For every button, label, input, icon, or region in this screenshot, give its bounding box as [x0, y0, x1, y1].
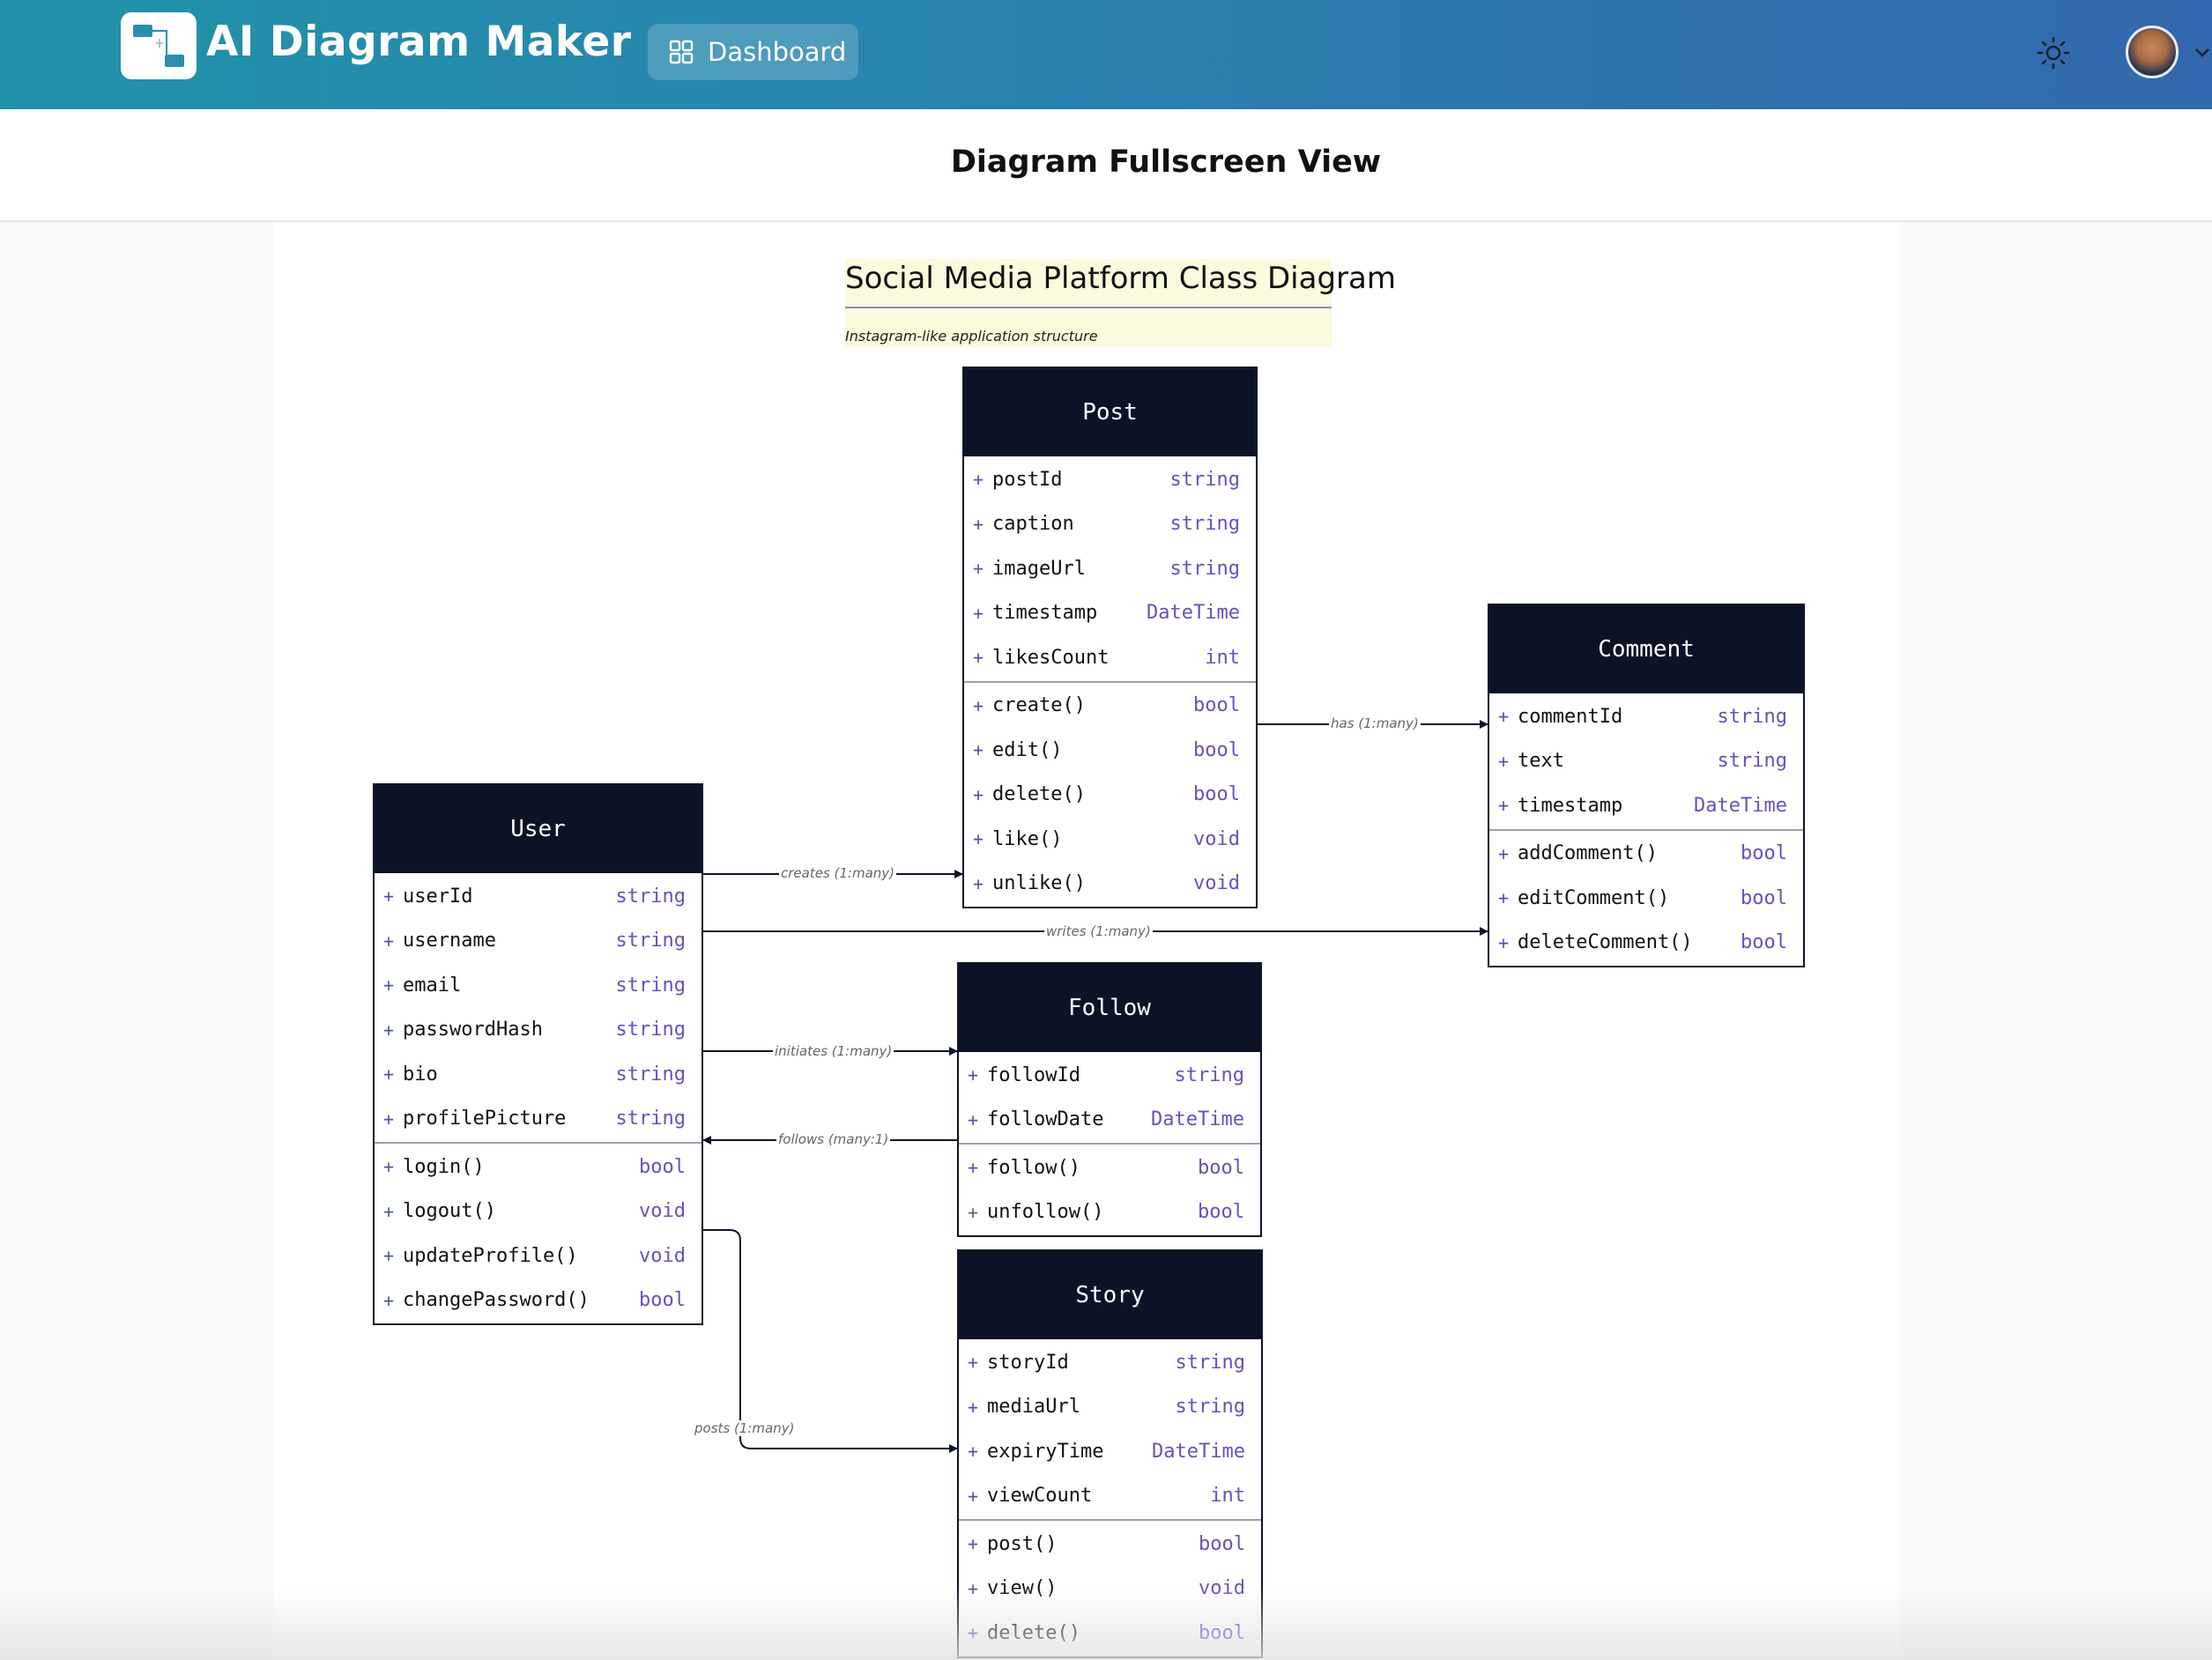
- method-row: +like()void: [973, 827, 1240, 850]
- methods-section: +follow()bool +unfollow()bool: [959, 1143, 1260, 1235]
- diagram-title: Social Media Platform Class Diagram: [845, 261, 1396, 296]
- method-row: +post()bool: [968, 1532, 1245, 1555]
- method-row: +edit()bool: [973, 738, 1240, 761]
- method-row: +unfollow()bool: [968, 1201, 1244, 1224]
- relation-posts-line: [703, 1229, 958, 1453]
- relation-initiates-label: initiates (1:many): [773, 1043, 894, 1059]
- class-name: Comment: [1489, 605, 1803, 693]
- page-header: Diagram Fullscreen View: [0, 109, 2212, 222]
- method-row: +unlike()void: [973, 872, 1240, 895]
- method-row: +login()bool: [383, 1155, 686, 1178]
- chevron-down-icon[interactable]: [2193, 42, 2212, 62]
- methods-section: +post()bool +view()void +delete()bool: [959, 1519, 1261, 1656]
- sun-icon[interactable]: [2034, 33, 2073, 72]
- dashboard-button[interactable]: Dashboard: [648, 24, 858, 80]
- class-name: Story: [959, 1251, 1261, 1339]
- grid-icon: [669, 40, 694, 64]
- method-row: +delete()bool: [973, 783, 1240, 806]
- relation-creates-label: creates (1:many): [779, 865, 897, 881]
- app-title[interactable]: AI Diagram Maker: [206, 18, 632, 66]
- methods-section: +create()bool +edit()bool +delete()bool …: [964, 680, 1256, 908]
- diagram-subtitle: Instagram-like application structure: [845, 328, 1098, 345]
- method-row: +delete()bool: [968, 1621, 1245, 1644]
- class-name: Post: [964, 368, 1256, 456]
- method-row: +updateProfile()void: [383, 1244, 686, 1267]
- relation-writes-label: writes (1:many): [1044, 923, 1153, 939]
- dashboard-label: Dashboard: [708, 37, 847, 67]
- title-underline: [845, 307, 1332, 308]
- method-row: +logout()void: [383, 1200, 686, 1223]
- page-title: Diagram Fullscreen View: [950, 145, 1382, 180]
- class-name: User: [375, 785, 701, 873]
- top-navbar: AI Diagram Maker Dashboard: [0, 0, 2212, 109]
- methods-section: +login()bool +logout()void +updateProfil…: [375, 1142, 701, 1323]
- method-row: +editComment()bool: [1498, 886, 1787, 909]
- method-row: +create()bool: [973, 694, 1240, 717]
- class-name: Follow: [959, 964, 1260, 1052]
- relation-has-label: has (1:many): [1329, 715, 1421, 731]
- relation-posts-label: posts (1:many): [693, 1420, 797, 1436]
- method-row: +follow()bool: [968, 1156, 1244, 1179]
- user-avatar[interactable]: [2126, 26, 2179, 78]
- methods-section: +addComment()bool +editComment()bool +de…: [1489, 828, 1803, 967]
- method-row: +addComment()bool: [1498, 842, 1787, 865]
- method-row: +changePassword()bool: [383, 1289, 686, 1312]
- diagram-title-block: Social Media Platform Class Diagram Inst…: [845, 259, 1396, 347]
- method-row: +view()void: [968, 1577, 1245, 1600]
- method-row: +deleteComment()bool: [1498, 931, 1787, 954]
- relation-follows-label: follows (many:1): [776, 1131, 891, 1147]
- app-logo-icon[interactable]: [121, 12, 197, 79]
